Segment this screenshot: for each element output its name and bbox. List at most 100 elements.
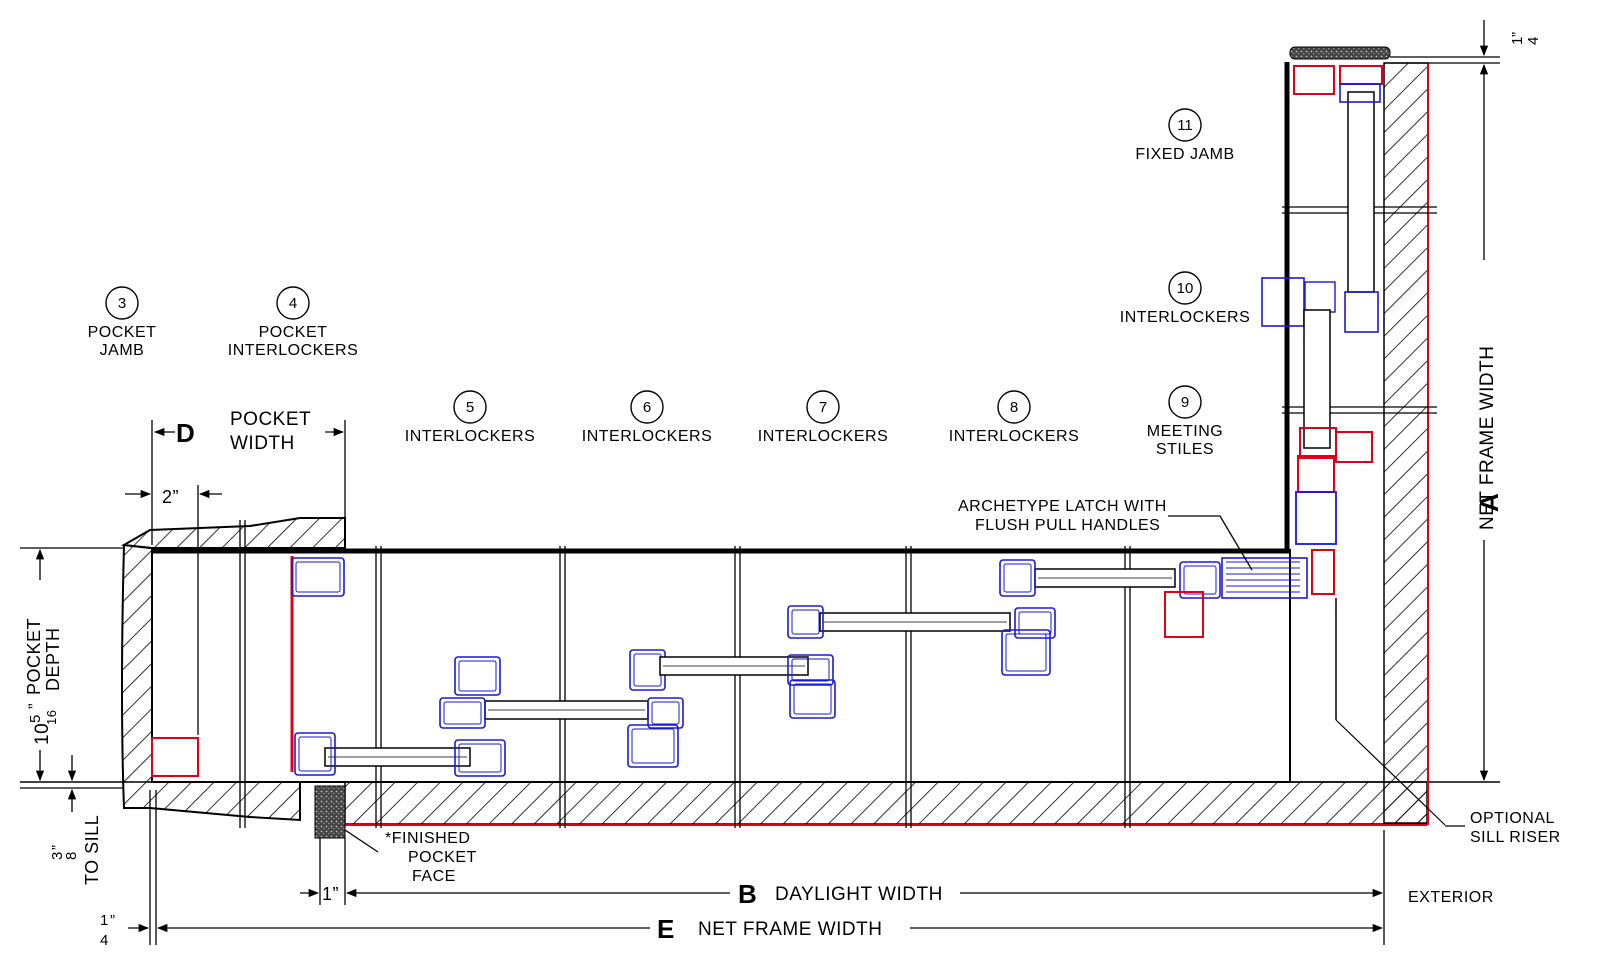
dim-b-letter: B bbox=[738, 879, 757, 909]
dim-quarter-top-whole: 1 bbox=[1509, 36, 1526, 45]
callout-circle bbox=[1168, 385, 1202, 419]
meeting-stile-red bbox=[1164, 591, 1204, 638]
callout-circle bbox=[630, 390, 664, 424]
pocket-jamb-hatch bbox=[121, 543, 301, 822]
finished-pocket-face-block bbox=[314, 785, 346, 839]
callout-number: 6 bbox=[643, 399, 651, 416]
interlocker-profile bbox=[787, 654, 834, 686]
interlocker-profile bbox=[1001, 629, 1051, 676]
right-wall-hatch bbox=[1383, 62, 1429, 824]
interlocker-inner bbox=[1183, 565, 1217, 595]
note-exterior: EXTERIOR bbox=[1408, 889, 1494, 906]
fixed-jamb-profile bbox=[1339, 83, 1381, 103]
note-finished-line1: *FINISHED bbox=[385, 830, 470, 847]
callout-label: INTERLOCKERS bbox=[228, 342, 358, 359]
dim-pocket-depth-text1: POCKET bbox=[24, 618, 44, 695]
interlocker-profile bbox=[1261, 277, 1305, 327]
dim-d-text1: POCKET bbox=[230, 409, 311, 430]
callout-circle bbox=[997, 390, 1031, 424]
fixed-jamb-red-top2 bbox=[1339, 65, 1383, 85]
note-finished-line2: POCKET bbox=[408, 849, 477, 866]
dim-pocket-depth-whole: 10 bbox=[32, 723, 53, 745]
interlocker-inner bbox=[1005, 633, 1047, 672]
note-sill-line1: OPTIONAL bbox=[1470, 810, 1555, 827]
interlocker-inner bbox=[458, 743, 502, 773]
callout-label: POCKET bbox=[88, 324, 157, 341]
interlocker-inner bbox=[458, 660, 497, 692]
dim-pocket-depth-text2: DEPTH bbox=[43, 627, 63, 691]
dim-pocket-depth-den: 16 bbox=[44, 710, 59, 725]
callout-label: INTERLOCKERS bbox=[582, 428, 712, 445]
dimension-lines bbox=[20, 20, 1500, 945]
interlocker-profile bbox=[789, 679, 836, 719]
sliding-panels bbox=[291, 83, 1381, 777]
interlocker-inner bbox=[791, 658, 830, 682]
dim-pocket-depth-num: 5 bbox=[27, 714, 44, 723]
callout-label: STILES bbox=[1156, 441, 1214, 458]
dim-pocket-depth-mark: ” bbox=[25, 703, 44, 709]
note-latch-line2: FLUSH PULL HANDLES bbox=[975, 517, 1160, 534]
callout-number: 7 bbox=[819, 399, 827, 416]
callout-number: 4 bbox=[289, 295, 297, 312]
dim-quarter-left-whole: 1 bbox=[100, 912, 109, 929]
interlocker-inner bbox=[631, 728, 675, 764]
interlocker-profile bbox=[294, 732, 336, 776]
interlocker-inner bbox=[793, 683, 832, 715]
callout-circle bbox=[1168, 271, 1202, 305]
sill-riser-leader bbox=[1335, 719, 1446, 826]
callout-number: 8 bbox=[1010, 399, 1018, 416]
notes: ARCHETYPE LATCH WITH FLUSH PULL HANDLES … bbox=[385, 498, 1561, 906]
dim-quarter-top-mark: ” bbox=[1509, 32, 1526, 38]
callout-circle bbox=[453, 390, 487, 424]
callout-label: JAMB bbox=[100, 342, 145, 359]
interlocker-profile bbox=[647, 697, 684, 729]
pocket-wall-top-hatch bbox=[120, 517, 346, 549]
callout-label: MEETING bbox=[1147, 423, 1223, 440]
dim-d-text2: WIDTH bbox=[230, 433, 295, 454]
dim-to-sill-whole: 3 bbox=[49, 851, 66, 860]
meeting-stile-blue bbox=[1295, 491, 1337, 545]
dim-two-inch: 2” bbox=[162, 487, 179, 507]
interlocker-inner bbox=[1003, 563, 1032, 593]
fixed-jamb-red-bottom bbox=[1311, 549, 1335, 595]
callout-label: INTERLOCKERS bbox=[405, 428, 535, 445]
fixed-glass-panel bbox=[1347, 91, 1375, 293]
callout-circle bbox=[276, 286, 310, 320]
fixed-jamb-red-top bbox=[1293, 65, 1335, 95]
dim-to-sill-text: TO SILL bbox=[82, 815, 102, 885]
note-sill-line2: SILL RISER bbox=[1470, 829, 1561, 846]
dim-quarter-left-den: 4 bbox=[100, 932, 109, 949]
interlocker-inner bbox=[791, 609, 820, 635]
dim-a-text: NET FRAME WIDTH bbox=[1477, 346, 1498, 530]
interlocker-profile bbox=[291, 557, 345, 597]
callout-label: INTERLOCKERS bbox=[949, 428, 1079, 445]
callout-circle bbox=[105, 286, 139, 320]
interlocker-inner bbox=[295, 561, 341, 593]
top-cap-block bbox=[1289, 46, 1391, 60]
meeting-stile-red bbox=[1297, 455, 1335, 493]
dimension-text: D POCKET WIDTH 2” B DAYLIGHT WIDTH 1” E … bbox=[24, 32, 1542, 950]
dim-quarter-left-mark: ” bbox=[110, 912, 116, 929]
interlocker-inner bbox=[298, 736, 332, 772]
interlocker-inner bbox=[1304, 281, 1336, 313]
callout-label: INTERLOCKERS bbox=[1120, 309, 1250, 326]
fixed-jamb-profile bbox=[1344, 291, 1379, 333]
floor-sill-hatch bbox=[344, 781, 1428, 825]
interlocker-inner bbox=[443, 701, 482, 725]
meeting-stile-red bbox=[1335, 431, 1373, 463]
callout-number: 9 bbox=[1181, 394, 1189, 411]
callout-circle bbox=[1168, 108, 1202, 142]
dim-quarter-top-den: 4 bbox=[1525, 36, 1542, 45]
note-latch-line1: ARCHETYPE LATCH WITH bbox=[958, 498, 1167, 515]
latch-body bbox=[1221, 557, 1308, 599]
callout-circle bbox=[806, 390, 840, 424]
interlocker-profile bbox=[1014, 607, 1056, 639]
dim-a-letter: A bbox=[1474, 493, 1504, 512]
interlocker-profile bbox=[999, 559, 1036, 597]
interlocker-inner bbox=[651, 701, 680, 725]
interlocker-profile bbox=[454, 656, 501, 696]
callout-label: POCKET bbox=[259, 324, 328, 341]
interlocker-profile bbox=[787, 605, 824, 639]
dim-to-sill-mark: ” bbox=[49, 845, 66, 851]
